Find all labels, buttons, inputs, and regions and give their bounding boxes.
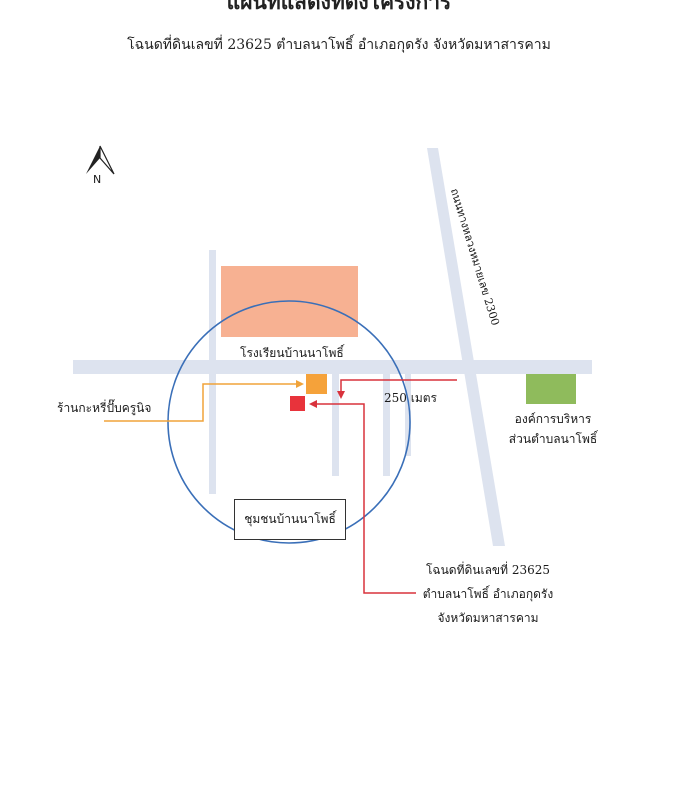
road-west — [209, 250, 216, 494]
distance-line — [337, 379, 457, 399]
school-label: โรงเรียนบ้านนาโพธิ์ — [240, 346, 344, 360]
tao-label-line2: ส่วนตำบลนาโพธิ์ — [508, 432, 598, 446]
site-marker — [290, 396, 305, 411]
site-leader-line — [309, 400, 416, 594]
roads — [73, 148, 592, 546]
road-center — [332, 374, 339, 476]
site-label-line1: โฉนดที่ดินเลขที่ 23625 — [425, 563, 551, 577]
highway-2300 — [427, 148, 505, 546]
main-horizontal-road — [73, 360, 592, 374]
road-east-1 — [383, 374, 390, 476]
radius-circle — [167, 300, 411, 544]
community-label: ชุมชนบ้านนาโพธิ์ — [244, 512, 336, 526]
shop-marker — [306, 374, 327, 394]
map-title: แผนที่แสดงที่ตั้งโครงการ — [226, 0, 452, 14]
distance-label: 250 เมตร — [384, 391, 437, 405]
site-label-line3: จังหวัดมหาสารคาม — [437, 611, 539, 625]
tao-building — [526, 374, 576, 404]
shop-leader-line — [104, 380, 304, 422]
north-label: N — [93, 173, 102, 186]
road-east-2 — [405, 374, 411, 456]
tao-label-line1: องค์การบริหาร — [514, 412, 592, 426]
shop-label: ร้านกะหรี่ปั๊บครูนิจ — [57, 401, 152, 415]
site-label-line2: ตำบลนาโพธิ์ อำเภอกุดรัง — [422, 587, 554, 601]
north-arrow-icon — [86, 145, 115, 175]
map-subtitle: โฉนดที่ดินเลขที่ 23625 ตำบลนาโพธิ์ อำเภอ… — [127, 37, 551, 53]
community-label-box: ชุมชนบ้านนาโพธิ์ — [234, 499, 346, 540]
